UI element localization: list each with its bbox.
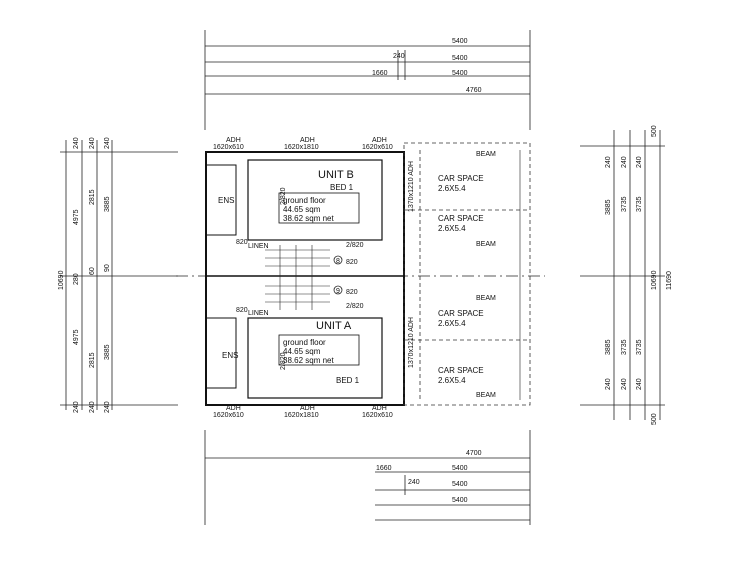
left-dim-14: 240	[73, 401, 80, 413]
stair-label-d: 820	[346, 289, 358, 296]
unit-b-wir: 2/820	[280, 187, 287, 205]
stair-label-c: 820	[346, 259, 358, 266]
section-marker-b	[333, 255, 343, 265]
top-dim-6: 4760	[466, 87, 482, 94]
car-space-1-size: 2.6X5.4	[438, 184, 466, 193]
unit-b-window-2-label: ADH	[300, 137, 315, 144]
right-dim-16: 500	[651, 413, 658, 425]
right-dim-8: 10690	[651, 270, 658, 290]
bottom-dim-5: 5400	[452, 481, 468, 488]
left-dim-2: 240	[89, 137, 96, 149]
unit-a-door: 2/820	[346, 303, 364, 310]
top-dim-1: 5400	[452, 38, 468, 45]
left-dim-11: 4975	[73, 329, 80, 345]
car-space-1-label: CAR SPACE	[438, 174, 484, 183]
unit-a-window-3-label: ADH	[372, 405, 387, 412]
left-dim-1: 240	[73, 137, 80, 149]
unit-a-window-3-size: 1620x610	[362, 412, 393, 419]
top-dim-2: 240	[393, 53, 405, 60]
bottom-dim-3: 5400	[452, 465, 468, 472]
car-space-2-label: CAR SPACE	[438, 214, 484, 223]
unit-a-ens: ENS	[222, 351, 238, 360]
beam-label-2: BEAM	[476, 241, 496, 248]
section-marker-b-text: 8	[336, 258, 340, 265]
unit-a-window-2-size: 1620x1810	[284, 412, 319, 419]
right-dim-5: 3885	[605, 199, 612, 215]
unit-a-bed: BED 1	[336, 376, 360, 385]
left-dim-10: 90	[104, 264, 111, 272]
section-marker-a	[333, 285, 343, 295]
unit-a-area-3: 38.62 sqm net	[283, 356, 334, 365]
left-dim-15: 240	[89, 401, 96, 413]
unit-b-bed: BED 1	[330, 183, 354, 192]
car-space-3-size: 2.6X5.4	[438, 319, 466, 328]
unit-b-linen: LINEN	[248, 243, 269, 250]
left-dim-8: 280	[73, 273, 80, 285]
section-marker-a-text: 9	[336, 288, 340, 295]
right-dim-15: 240	[636, 378, 643, 390]
left-dim-9: 60	[89, 267, 96, 275]
car-space-2-size: 2.6X5.4	[438, 224, 466, 233]
right-dim-11: 3735	[621, 339, 628, 355]
car-space-4-size: 2.6X5.4	[438, 376, 466, 385]
left-dim-4: 4975	[73, 209, 80, 225]
unit-a-area-1: ground floor	[283, 338, 326, 347]
car-space-3-label: CAR SPACE	[438, 309, 484, 318]
stair-label-b: 820	[236, 307, 248, 314]
unit-b-area-1: ground floor	[283, 196, 326, 205]
unit-b-window-3-label: ADH	[372, 137, 387, 144]
beam-label-4: BEAM	[476, 392, 496, 399]
beam-label-3: BEAM	[476, 295, 496, 302]
unit-a-area-2: 44.65 sqm	[283, 347, 321, 356]
unit-a-title: UNIT A	[316, 320, 352, 332]
unit-b-side-window: 1370x1210 ADH	[408, 161, 415, 212]
right-dim-1: 500	[651, 125, 658, 137]
unit-a-window-1-size: 1620x610	[213, 412, 244, 419]
left-dim-3: 240	[104, 137, 111, 149]
top-dim-5: 5400	[452, 70, 468, 77]
right-dim-4: 240	[636, 156, 643, 168]
unit-b-area-2: 44.65 sqm	[283, 205, 321, 214]
unit-b-door: 2/820	[346, 242, 364, 249]
left-dim-12: 2815	[89, 352, 96, 368]
unit-b-window-1-size: 1620x610	[213, 144, 244, 151]
unit-b-window-1-label: ADH	[226, 137, 241, 144]
right-dim-14: 240	[621, 378, 628, 390]
unit-a-window-2-label: ADH	[300, 405, 315, 412]
left-dim-6: 3885	[104, 196, 111, 212]
right-dim-7: 3735	[636, 196, 643, 212]
bottom-dim-1: 4700	[466, 450, 482, 457]
right-dim-13: 240	[605, 378, 612, 390]
right-dim-12: 3735	[636, 339, 643, 355]
right-dim-6: 3735	[621, 196, 628, 212]
left-dim-16: 240	[104, 401, 111, 413]
unit-b-area-3: 38.62 sqm net	[283, 214, 334, 223]
stair-label-a: 820	[236, 239, 248, 246]
unit-b-window-2-size: 1620x1810	[284, 144, 319, 151]
right-dim-3: 240	[621, 156, 628, 168]
top-dim-3: 5400	[452, 55, 468, 62]
unit-a-window-1-label: ADH	[226, 405, 241, 412]
left-dim-7: 10690	[58, 270, 65, 290]
unit-b-window-3-size: 1620x610	[362, 144, 393, 151]
unit-b-ens: ENS	[218, 196, 234, 205]
right-dim-10: 3885	[605, 339, 612, 355]
bottom-dim-4: 240	[408, 479, 420, 486]
unit-a-wir: 2/820	[280, 352, 287, 370]
unit-b-title: UNIT B	[318, 169, 354, 181]
unit-a-linen: LINEN	[248, 310, 269, 317]
bottom-dim-6: 5400	[452, 497, 468, 504]
beam-label-1: BEAM	[476, 151, 496, 158]
left-dim-5: 2815	[89, 189, 96, 205]
right-dim-9: 11690	[666, 271, 673, 290]
car-space-4-label: CAR SPACE	[438, 366, 484, 375]
top-dim-4: 1660	[372, 70, 388, 77]
bottom-dim-2: 1660	[376, 465, 392, 472]
unit-a-side-window: 1370x1210 ADH	[408, 317, 415, 368]
right-dim-2: 240	[605, 156, 612, 168]
left-dim-13: 3885	[104, 344, 111, 360]
